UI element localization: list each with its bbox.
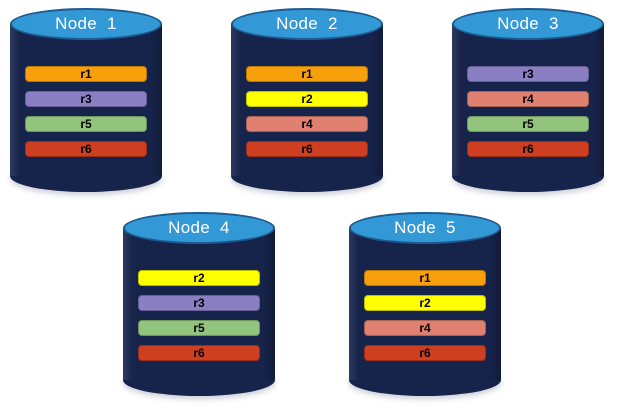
node-label: Node 2 bbox=[276, 14, 338, 33]
replica-bar[interactable]: r6 bbox=[467, 141, 589, 157]
replica-bar[interactable]: r3 bbox=[25, 91, 147, 107]
node-label: Node 1 bbox=[55, 14, 117, 33]
replica-bar[interactable]: r5 bbox=[138, 320, 260, 336]
replica-bar[interactable]: r3 bbox=[138, 295, 260, 311]
node-cylinder-1[interactable]: Node 1 r1 r3 r5 r6 bbox=[10, 8, 162, 192]
node-label: Node 5 bbox=[394, 218, 456, 237]
replica-bar[interactable]: r2 bbox=[364, 295, 486, 311]
replica-bar[interactable]: r6 bbox=[25, 141, 147, 157]
replica-bar[interactable]: r1 bbox=[364, 270, 486, 286]
replica-list: r1 r2 r4 r6 bbox=[231, 66, 383, 157]
replica-list: r1 r3 r5 r6 bbox=[10, 66, 162, 157]
replica-bar[interactable]: r1 bbox=[246, 66, 368, 82]
replica-bar[interactable]: r6 bbox=[138, 345, 260, 361]
replica-bar[interactable]: r2 bbox=[246, 91, 368, 107]
node-cylinder-2[interactable]: Node 2 r1 r2 r4 r6 bbox=[231, 8, 383, 192]
cylinder-top-ellipse bbox=[231, 8, 383, 40]
replica-list: r3 r4 r5 r6 bbox=[452, 66, 604, 157]
replica-list: r2 r3 r5 r6 bbox=[123, 270, 275, 361]
replica-bar[interactable]: r6 bbox=[246, 141, 368, 157]
replica-bar[interactable]: r4 bbox=[364, 320, 486, 336]
replica-bar[interactable]: r3 bbox=[467, 66, 589, 82]
replica-bar[interactable]: r5 bbox=[25, 116, 147, 132]
replica-bar[interactable]: r6 bbox=[364, 345, 486, 361]
node-label: Node 3 bbox=[497, 14, 559, 33]
node-cylinder-5[interactable]: Node 5 r1 r2 r4 r6 bbox=[349, 212, 501, 396]
replica-bar[interactable]: r2 bbox=[138, 270, 260, 286]
cylinder-top-ellipse bbox=[349, 212, 501, 244]
replica-bar[interactable]: r4 bbox=[246, 116, 368, 132]
replica-bar[interactable]: r5 bbox=[467, 116, 589, 132]
replica-bar[interactable]: r1 bbox=[25, 66, 147, 82]
cylinder-top-ellipse bbox=[452, 8, 604, 40]
cylinder-top-ellipse bbox=[10, 8, 162, 40]
replica-bar[interactable]: r4 bbox=[467, 91, 589, 107]
replica-list: r1 r2 r4 r6 bbox=[349, 270, 501, 361]
node-cylinder-3[interactable]: Node 3 r3 r4 r5 r6 bbox=[452, 8, 604, 192]
cylinder-top-ellipse bbox=[123, 212, 275, 244]
node-cylinder-4[interactable]: Node 4 r2 r3 r5 r6 bbox=[123, 212, 275, 396]
node-label: Node 4 bbox=[168, 218, 230, 237]
